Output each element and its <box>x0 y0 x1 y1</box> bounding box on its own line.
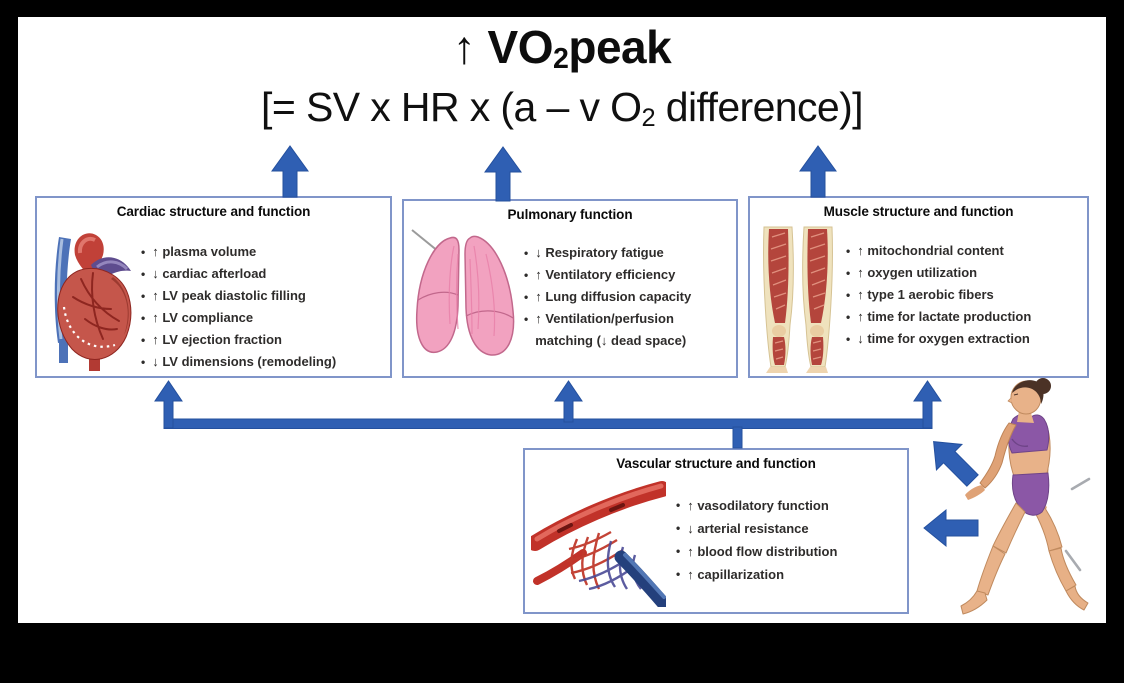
bullet-text: ↑ LV ejection fraction <box>152 332 282 347</box>
vo2peak-title: ↑ VO2peak <box>0 20 1124 76</box>
pulmonary-box-body: • ↓ Respiratory fatigue • ↑ Ventilatory ef… <box>404 222 736 364</box>
muscle-box-title: Muscle structure and function <box>823 204 1014 219</box>
bullet-item: • ↑ type 1 aerobic fibers <box>846 284 1031 306</box>
bullet-dot: • <box>141 289 146 303</box>
walking-woman-illustration-svg <box>960 378 1089 615</box>
bullet-item: • ↓ LV dimensions (remodeling) <box>141 351 336 373</box>
bullet-text: ↑ LV compliance <box>152 310 254 325</box>
bullet-text: ↑ time for lactate production <box>857 309 1032 324</box>
vascular-box-body: • ↑ vasodilatory function • ↓ arterial res… <box>525 471 907 610</box>
pulmonary-box-title: Pulmonary function <box>507 207 633 222</box>
bullet-dot: • <box>524 312 529 326</box>
title-subscript: 2 <box>553 43 569 76</box>
formula-subscript: 2 <box>641 103 655 132</box>
bullet-dot: • <box>141 333 146 347</box>
vascular-box-title: Vascular structure and function <box>616 456 816 471</box>
bullet-item: • ↓ Respiratory fatigue <box>524 242 732 264</box>
leg-muscles-illustration <box>750 219 846 373</box>
cardiac-box: Cardiac structure and function <box>35 196 392 378</box>
bullet-item: • ↓ time for oxygen extraction <box>846 328 1031 350</box>
bullet-text: ↑ vasodilatory function <box>687 498 829 513</box>
bullet-text: ↓ Respiratory fatigue <box>535 245 664 260</box>
bullet-text: ↑ capillarization <box>687 567 785 582</box>
walking-woman-illustration <box>952 373 1102 623</box>
cardiac-box-body: • ↑ plasma volume • ↓ cardiac afterload • ↑… <box>37 219 390 373</box>
bullet-text: ↓ arterial resistance <box>687 521 809 536</box>
bullet-text: ↓ LV dimensions (remodeling) <box>152 354 337 369</box>
bullet-dot: • <box>141 355 146 369</box>
bullet-text: ↑ Ventilation/perfusion matching (↓ dead… <box>535 311 687 348</box>
vascular-box: Vascular structure and function • ↑ vasod… <box>523 448 909 614</box>
bullet-text: ↑ blood flow distribution <box>687 544 838 559</box>
bullet-dot: • <box>524 290 529 304</box>
blood-vessels-illustration <box>525 471 676 610</box>
blood-vessels-illustration-svg <box>527 481 670 610</box>
bullet-item: • ↓ cardiac afterload <box>141 263 336 285</box>
bullet-dot: • <box>141 245 146 259</box>
bullet-item: • ↑ oxygen utilization <box>846 262 1031 284</box>
bullet-dot: • <box>846 332 851 346</box>
bullet-dot: • <box>524 246 529 260</box>
pulmonary-bullet-list: • ↓ Respiratory fatigue • ↑ Ventilatory ef… <box>524 242 736 352</box>
bullet-item: • ↑ time for lactate production <box>846 306 1031 328</box>
bullet-text: ↑ Ventilatory efficiency <box>535 267 676 282</box>
bullet-dot: • <box>676 521 681 535</box>
pulmonary-box: Pulmonary function • ↓ Respiratory fatigu… <box>402 199 738 378</box>
vascular-bullet-list: • ↑ vasodilatory function • ↓ arterial res… <box>676 494 841 586</box>
bullet-item: • ↑ blood flow distribution <box>676 540 837 563</box>
lungs-illustration-svg <box>411 229 515 356</box>
muscle-bullet-list: • ↑ mitochondrial content • ↑ oxygen utili… <box>846 240 1035 350</box>
bullet-dot: • <box>846 244 851 258</box>
muscle-box-body: • ↑ mitochondrial content • ↑ oxygen utili… <box>750 219 1087 373</box>
lungs-illustration <box>404 222 524 364</box>
bullet-text: ↑ oxygen utilization <box>857 265 978 280</box>
formula-prefix: [= SV x HR x (a – v O <box>261 84 642 130</box>
bullet-item: • ↑ capillarization <box>676 563 837 586</box>
bullet-dot: • <box>141 311 146 325</box>
bullet-dot: • <box>846 288 851 302</box>
bullet-item: • ↑ LV peak diastolic filling <box>141 285 336 307</box>
bullet-item: • ↑ Ventilation/perfusion matching (↓ dea… <box>524 308 732 352</box>
bullet-text: ↑ LV peak diastolic filling <box>152 288 306 303</box>
bullet-dot: • <box>846 266 851 280</box>
bullet-dot: • <box>846 310 851 324</box>
heart-illustration-svg <box>54 233 132 371</box>
cardiac-bullet-list: • ↑ plasma volume • ↓ cardiac afterload • ↑… <box>141 241 340 373</box>
cardiac-box-title: Cardiac structure and function <box>116 204 311 219</box>
bullet-text: ↓ time for oxygen extraction <box>857 331 1030 346</box>
heart-illustration <box>37 219 141 373</box>
bullet-item: • ↓ arterial resistance <box>676 517 837 540</box>
bullet-text: ↓ cardiac afterload <box>152 266 267 281</box>
title-suffix: peak <box>568 21 672 73</box>
bullet-item: • ↑ mitochondrial content <box>846 240 1031 262</box>
bullet-dot: • <box>141 267 146 281</box>
vo2peak-formula: [= SV x HR x (a – v O2 difference)] <box>0 84 1124 132</box>
bullet-dot: • <box>676 544 681 558</box>
bullet-dot: • <box>676 567 681 581</box>
bullet-dot: • <box>676 498 681 512</box>
bullet-item: • ↑ Ventilatory efficiency <box>524 264 732 286</box>
leg-muscles-illustration-svg <box>763 226 833 373</box>
bullet-item: • ↑ plasma volume <box>141 241 336 263</box>
bullet-text: ↑ Lung diffusion capacity <box>535 289 692 304</box>
bullet-item: • ↑ LV ejection fraction <box>141 329 336 351</box>
muscle-box: Muscle structure and function <box>748 196 1089 378</box>
bullet-text: ↑ type 1 aerobic fibers <box>857 287 994 302</box>
bullet-text: ↑ plasma volume <box>152 244 257 259</box>
formula-suffix: difference)] <box>655 84 864 130</box>
title-prefix: ↑ VO <box>452 21 554 73</box>
bullet-item: • ↑ LV compliance <box>141 307 336 329</box>
bullet-dot: • <box>524 268 529 282</box>
bullet-item: • ↑ Lung diffusion capacity <box>524 286 732 308</box>
bullet-text: ↑ mitochondrial content <box>857 243 1004 258</box>
bullet-item: • ↑ vasodilatory function <box>676 494 837 517</box>
